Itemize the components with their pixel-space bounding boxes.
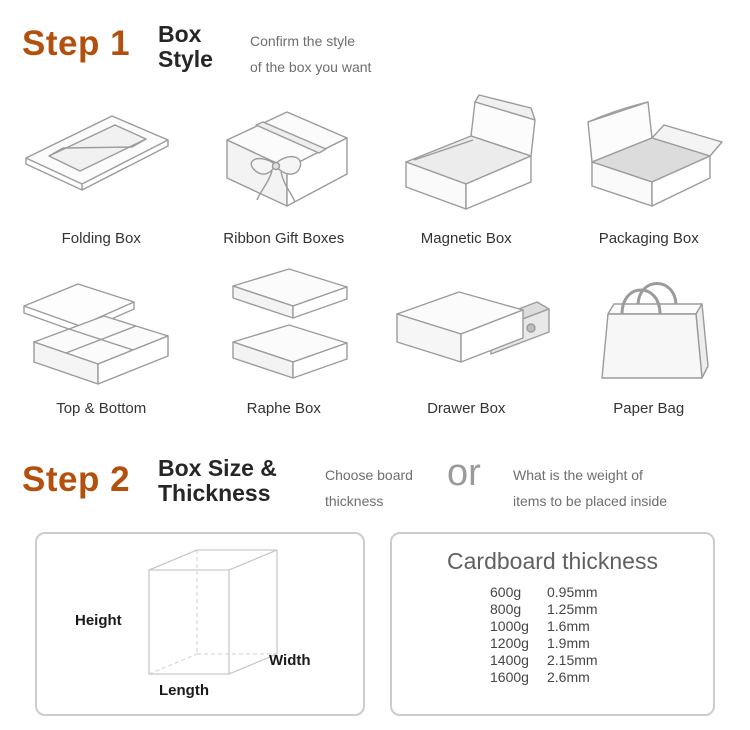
box-style-packaging-box: Packaging Box — [558, 92, 741, 247]
weight-value: 600g — [490, 584, 522, 600]
folding-box-icon — [25, 115, 169, 191]
step1-description: Confirm the style of the box you want — [250, 28, 371, 80]
raphe-box-icon — [232, 268, 348, 379]
paper-bag-icon — [601, 282, 709, 379]
packaging-box-icon — [587, 101, 723, 207]
box-style-folding-box: Folding Box — [10, 92, 193, 247]
thickness-row: 1600g 2.6mm — [490, 669, 713, 686]
thickness-panel-title: Cardboard thickness — [447, 548, 658, 574]
box-style-top-bottom: Top & Bottom — [10, 262, 193, 417]
box-size-panel: Height Width Length — [35, 532, 365, 716]
box-style-label: Drawer Box — [427, 400, 506, 417]
step2-option1-line2: thickness — [325, 493, 384, 509]
thickness-row: 1400g 2.15mm — [490, 652, 713, 669]
weight-value: 1600g — [490, 669, 529, 685]
cardboard-thickness-panel: Cardboard thickness 600g 0.95mm 800g 1.25m… — [390, 532, 715, 716]
ribbon-gift-box-icon — [226, 111, 348, 207]
step2-title-line2: Thickness — [158, 480, 271, 506]
step1-label: Step 1 — [22, 24, 131, 63]
box-style-label: Paper Bag — [613, 400, 685, 417]
magnetic-box-icon — [405, 94, 536, 210]
box-style-ribbon-gift-box: Ribbon Gift Boxes — [193, 92, 376, 247]
step1-desc-line1: Confirm the style — [250, 33, 356, 49]
drawer-box-icon — [396, 291, 550, 363]
thickness-value: 1.9mm — [547, 635, 590, 651]
length-label: Length — [159, 682, 209, 699]
step2-title-line1: Box Size & — [158, 455, 277, 481]
box-style-label: Ribbon Gift Boxes — [223, 230, 345, 247]
box-style-grid-row1: Folding Box Ribbon Gift Boxes — [10, 92, 740, 247]
weight-value: 800g — [490, 601, 522, 617]
step1-title-line2: Style — [158, 46, 213, 72]
box-style-raphe-box: Raphe Box — [193, 262, 376, 417]
thickness-value: 1.25mm — [547, 601, 598, 617]
thickness-value: 2.15mm — [547, 652, 598, 668]
box-style-paper-bag: Paper Bag — [558, 262, 741, 417]
box-style-label: Magnetic Box — [420, 230, 512, 247]
thickness-table: 600g 0.95mm 800g 1.25mm 1000g 1.6mm 1200g 1.… — [490, 584, 713, 686]
thickness-value: 2.6mm — [547, 669, 590, 685]
box-style-grid-row2: Top & Bottom Raphe Box — [10, 262, 740, 417]
step2-option2-line1: What is the weight of — [513, 467, 643, 483]
box-style-magnetic-box: Magnetic Box — [375, 92, 558, 247]
thickness-row: 800g 1.25mm — [490, 601, 713, 618]
box-style-label: Top & Bottom — [56, 400, 147, 417]
weight-value: 1000g — [490, 618, 529, 634]
step1-title-line1: Box — [158, 21, 202, 47]
width-label: Width — [269, 652, 311, 669]
top-bottom-box-icon — [23, 283, 169, 385]
step1-desc-line2: of the box you want — [250, 59, 372, 75]
box-style-label: Raphe Box — [246, 400, 321, 417]
box-style-label: Packaging Box — [598, 230, 699, 247]
step1-title: Box Style — [158, 22, 213, 72]
thickness-row: 1000g 1.6mm — [490, 618, 713, 635]
weight-value: 1200g — [490, 635, 529, 651]
height-label: Height — [75, 612, 122, 629]
dimension-cube-icon — [148, 549, 278, 675]
thickness-value: 1.6mm — [547, 618, 590, 634]
step2-option2: What is the weight of items to be placed… — [513, 462, 667, 514]
thickness-row: 1200g 1.9mm — [490, 635, 713, 652]
step2-option1: Choose board thickness — [325, 462, 413, 514]
box-style-drawer-box: Drawer Box — [375, 262, 558, 417]
step2-option2-line2: items to be placed inside — [513, 493, 668, 509]
or-separator: or — [447, 452, 481, 494]
box-style-label: Folding Box — [61, 230, 141, 247]
step2-title: Box Size & Thickness — [158, 456, 277, 506]
step2-label: Step 2 — [22, 460, 131, 499]
weight-value: 1400g — [490, 652, 529, 668]
step2-option1-line1: Choose board — [325, 467, 413, 483]
thickness-value: 0.95mm — [547, 584, 598, 600]
thickness-row: 600g 0.95mm — [490, 584, 713, 601]
